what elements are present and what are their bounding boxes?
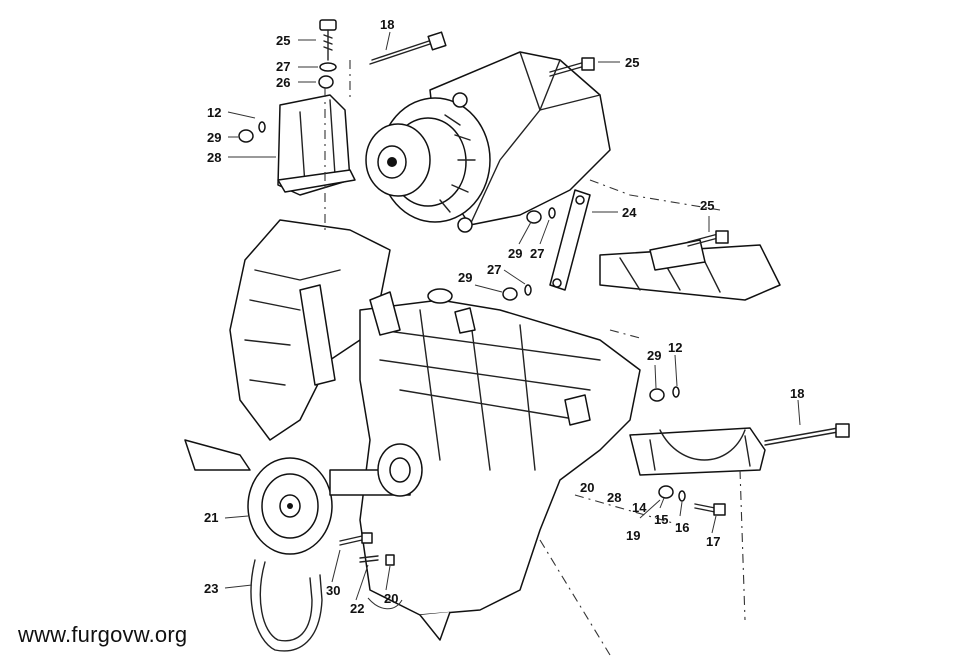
right-support-rail <box>599 239 781 301</box>
label-27: 27 <box>487 262 501 277</box>
label-21: 21 <box>204 510 218 525</box>
label-12: 12 <box>668 340 682 355</box>
label-29: 29 <box>508 246 522 261</box>
label-30: 30 <box>326 583 340 598</box>
label-12: 12 <box>207 105 221 120</box>
bolt-17 <box>694 503 726 516</box>
label-20: 20 <box>580 480 594 495</box>
label-26: 26 <box>276 75 290 90</box>
label-23: 23 <box>204 581 218 596</box>
label-20: 20 <box>384 591 398 606</box>
label-14: 14 <box>632 500 647 515</box>
label-24: 24 <box>622 205 637 220</box>
upper-mounting-bracket <box>277 94 356 196</box>
label-19: 19 <box>626 528 640 543</box>
label-15: 15 <box>654 512 668 527</box>
label-25: 25 <box>625 55 639 70</box>
label-22: 22 <box>350 601 364 616</box>
leader-lines <box>224 31 801 610</box>
label-17: 17 <box>706 534 720 549</box>
bolts-lower <box>339 532 395 566</box>
bolt-18-right <box>764 423 850 446</box>
assembly-lines <box>324 60 746 656</box>
label-27: 27 <box>530 246 544 261</box>
label-18: 18 <box>790 386 804 401</box>
engine-block <box>229 219 641 641</box>
bolt-18-top <box>369 31 447 65</box>
label-27: 27 <box>276 59 290 74</box>
crank-pulley-21 <box>184 439 423 555</box>
label-28: 28 <box>207 150 221 165</box>
bolt-25-right <box>687 230 729 247</box>
label-25: 25 <box>700 198 714 213</box>
bolt-25-upper-right <box>549 57 595 77</box>
label-16: 16 <box>675 520 689 535</box>
washers-and-nuts <box>238 121 686 502</box>
adjusting-link-24 <box>549 189 591 291</box>
alternator <box>365 51 611 233</box>
label-18: 18 <box>380 17 394 32</box>
callout-labels: 25 27 26 18 25 12 29 28 24 25 29 27 29 2… <box>204 17 804 616</box>
label-25: 25 <box>276 33 290 48</box>
label-29: 29 <box>647 348 661 363</box>
lower-bracket-19 <box>629 427 766 476</box>
watermark-text: www.furgovw.org <box>18 622 188 647</box>
bolt-25-top <box>318 19 337 89</box>
v-belt-23 <box>250 559 323 652</box>
label-28: 28 <box>607 490 621 505</box>
label-29: 29 <box>458 270 472 285</box>
label-29: 29 <box>207 130 221 145</box>
